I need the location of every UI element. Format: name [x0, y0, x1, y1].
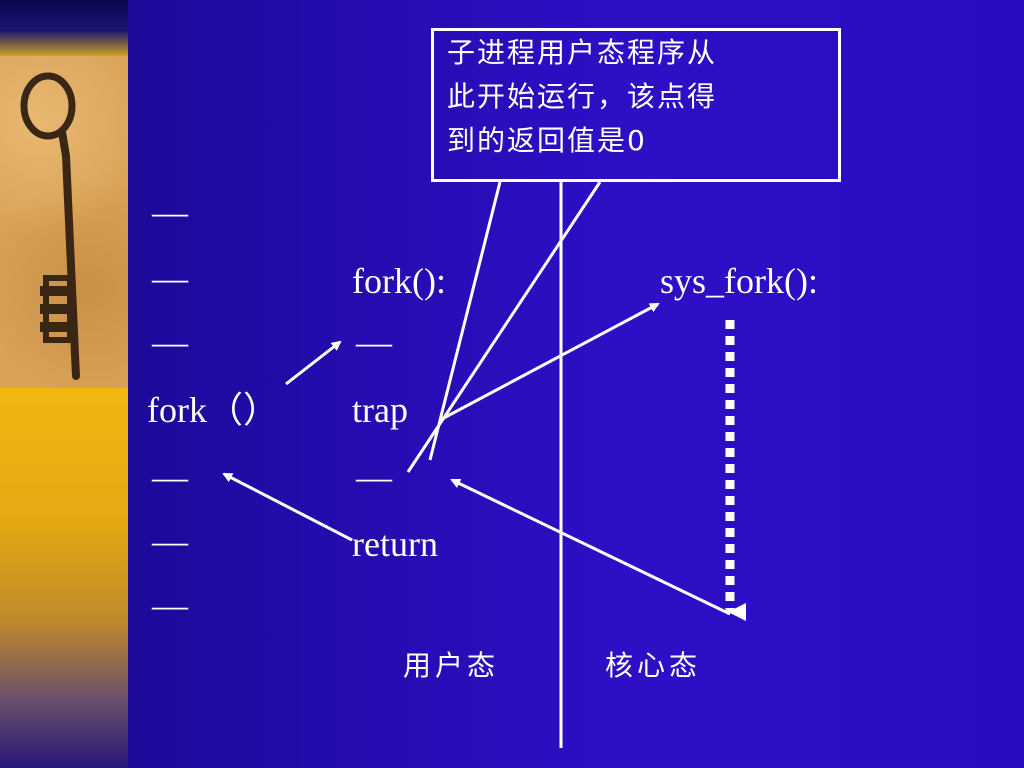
- kernel-return-arrow: [450, 478, 731, 616]
- callout-box: 子进程用户态程序从 此开始运行，该点得 到的返回值是0: [431, 28, 841, 182]
- user-fork-call: fork（）: [147, 390, 279, 430]
- fork-wrapper-label: fork():: [352, 261, 446, 301]
- return-to-user-arrow: [222, 472, 353, 542]
- middle-line-4: —: [356, 457, 392, 497]
- user-line-2: —: [152, 258, 188, 298]
- callout-pointer-left: [428, 181, 502, 461]
- user-line-1: —: [152, 192, 188, 232]
- key-icon: [20, 72, 80, 380]
- slide-body: [128, 0, 1024, 768]
- trap-to-sysfork-arrow: [439, 302, 660, 422]
- callout-line-2: 此开始运行，该点得: [447, 80, 718, 113]
- user-line-3: —: [152, 322, 188, 362]
- user-mode-label: 用户态: [403, 649, 500, 682]
- kernel-mode-label: 核心态: [605, 649, 702, 682]
- callout-line-1: 子进程用户态程序从: [447, 36, 718, 69]
- return-label: return: [352, 524, 438, 564]
- middle-line-2: —: [356, 322, 392, 362]
- fork-to-wrapper-arrow: [285, 340, 342, 386]
- trap-label: trap: [352, 390, 408, 430]
- sys-fork-label: sys_fork():: [660, 261, 818, 301]
- callout-line-3: 到的返回值是0: [447, 124, 647, 157]
- user-line-7: —: [152, 585, 188, 625]
- user-line-5: —: [152, 457, 188, 497]
- callout-pointer-right: [406, 181, 602, 473]
- user-line-6: —: [152, 521, 188, 561]
- key-photo: [0, 56, 128, 388]
